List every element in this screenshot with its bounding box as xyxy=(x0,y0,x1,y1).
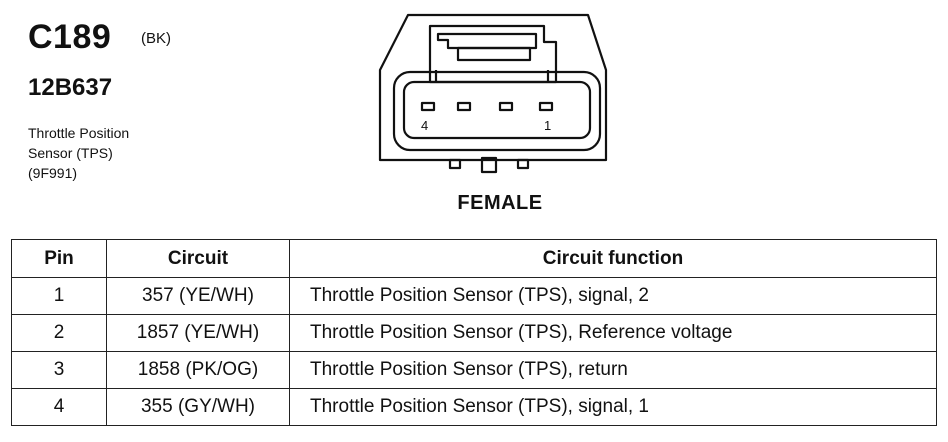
terminal-body xyxy=(392,70,602,152)
table-row: 2 1857 (YE/WH) Throttle Position Sensor … xyxy=(11,314,937,352)
table-header-row: Pin Circuit Circuit function xyxy=(11,239,937,278)
description-line: Sensor (TPS) xyxy=(28,145,113,161)
key-slot xyxy=(516,158,530,170)
cavity-label-left: 4 xyxy=(421,118,428,133)
circuit-cell: 1857 (YE/WH) xyxy=(106,314,290,352)
function-cell: Throttle Position Sensor (TPS), signal, … xyxy=(289,277,937,315)
header-pin: Pin xyxy=(11,239,107,278)
terminal-cavity xyxy=(498,101,514,112)
connector-face-diagram: 4 1 xyxy=(378,13,608,174)
terminal-cavity xyxy=(538,101,554,112)
pin-cell: 2 xyxy=(11,314,107,352)
component-description: Throttle Position Sensor (TPS) (9F991) xyxy=(28,123,129,183)
table-row: 3 1858 (PK/OG) Throttle Position Sensor … xyxy=(11,351,937,389)
pin-cell: 1 xyxy=(11,277,107,315)
description-line: Throttle Position xyxy=(28,125,130,141)
header-circuit: Circuit xyxy=(106,239,290,278)
part-number: 12B637 xyxy=(28,74,113,101)
key-slot xyxy=(480,156,498,174)
pin-table: Pin Circuit Circuit function 1 357 (YE/W… xyxy=(11,239,937,426)
circuit-cell: 1858 (PK/OG) xyxy=(106,351,290,389)
pin-cell: 4 xyxy=(11,388,107,426)
description-line: (9F991) xyxy=(28,165,78,181)
color-code: (BK) xyxy=(141,30,171,47)
cavity-label-right: 1 xyxy=(544,118,551,133)
table-row: 1 357 (YE/WH) Throttle Position Sensor (… xyxy=(11,277,937,315)
table-row: 4 355 (GY/WH) Throttle Position Sensor (… xyxy=(11,388,937,426)
terminal-cavity xyxy=(456,101,472,112)
circuit-cell: 355 (GY/WH) xyxy=(106,388,290,426)
connector-housing xyxy=(378,13,608,162)
header-function: Circuit function xyxy=(289,239,937,278)
function-cell: Throttle Position Sensor (TPS), return xyxy=(289,351,937,389)
connector-gender: FEMALE xyxy=(457,192,543,214)
key-slot xyxy=(448,158,462,170)
connector-id: C189 xyxy=(28,18,112,56)
function-cell: Throttle Position Sensor (TPS), Referenc… xyxy=(289,314,937,352)
pin-cell: 3 xyxy=(11,351,107,389)
circuit-cell: 357 (YE/WH) xyxy=(106,277,290,315)
function-cell: Throttle Position Sensor (TPS), signal, … xyxy=(289,388,937,426)
terminal-cavity xyxy=(420,101,436,112)
